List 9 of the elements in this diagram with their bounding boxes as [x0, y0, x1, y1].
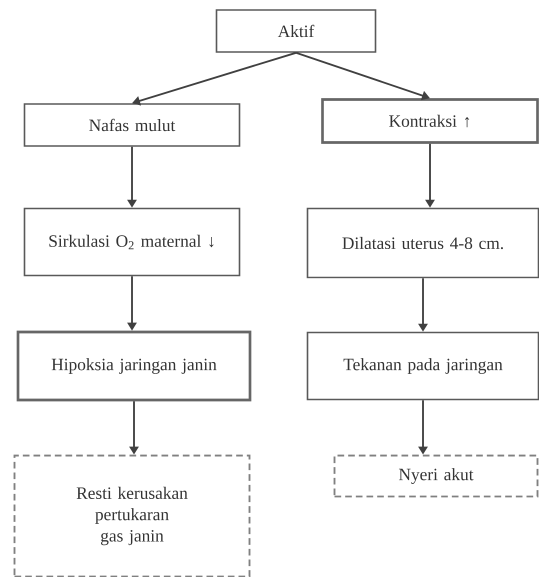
process-box: Dilatasi uterus 4-8 cm. [306, 208, 539, 278]
process-box: Sirkulasi O$_{2}$ maternal ↓ [24, 208, 240, 276]
process-box: Aktif [216, 9, 376, 53]
process-box: Hipoksia jaringan janin [16, 330, 252, 402]
process-box: Nafas mulut [24, 103, 240, 147]
process-box: Tekanan pada jaringan [306, 332, 539, 400]
outcome-box: Resti kerusakan pertukaran gas janin [14, 454, 250, 577]
process-box: Kontraksi ↑ [321, 98, 539, 144]
outcome-box: Nyeri akut [334, 454, 538, 498]
